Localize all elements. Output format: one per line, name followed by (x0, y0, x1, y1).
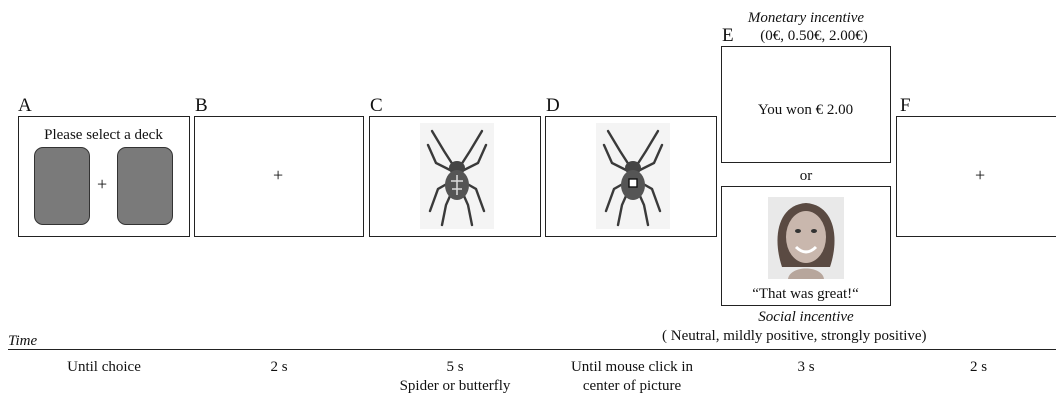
panel-letter-c: C (370, 96, 383, 115)
duration-f: 2 s (896, 359, 1056, 376)
duration-d: Until mouse click in (537, 359, 727, 376)
duration-c: 5 s (369, 359, 541, 376)
monetary-incentive-values: (0€, 0.50€, 2.00€) (739, 28, 889, 45)
panel-letter-e: E (722, 26, 734, 45)
duration-e: 3 s (721, 359, 891, 376)
duration-d-detail: center of picture (537, 378, 727, 395)
monetary-incentive-title: Monetary incentive (721, 10, 891, 27)
panel-b-fixation: + (194, 116, 364, 237)
panel-letter-b: B (195, 96, 208, 115)
deck-card-left (34, 147, 90, 225)
fixation-cross-f: + (975, 166, 985, 184)
spider-picture (420, 123, 494, 229)
panel-a-deck-choice: Please select a deck + (18, 116, 190, 237)
timeline-label: Time (8, 333, 37, 350)
social-incentive-title: Social incentive (721, 309, 891, 326)
panel-e-monetary: You won € 2.00 (721, 46, 891, 163)
face-photo (768, 197, 844, 279)
panel-letter-d: D (546, 96, 560, 115)
duration-b: 2 s (194, 359, 364, 376)
panel-f-fixation: + (896, 116, 1056, 237)
social-incentive-values: ( Neutral, mildly positive, strongly pos… (662, 328, 962, 345)
panel-c-stimulus (369, 116, 541, 237)
center-marker-icon (629, 179, 637, 187)
monetary-feedback: You won € 2.00 (722, 102, 889, 119)
deck-card-right (117, 147, 173, 225)
duration-a: Until choice (18, 359, 190, 376)
panel-e-social: “That was great!“ (721, 186, 891, 306)
panel-d-click-target (545, 116, 717, 237)
panel-letter-a: A (18, 96, 32, 115)
social-feedback-quote: “That was great!“ (722, 286, 889, 303)
timeline-axis (8, 349, 1056, 350)
stimulus-type-c: Spider or butterfly (369, 378, 541, 395)
spider-picture-click (596, 123, 670, 229)
deck-prompt: Please select a deck (19, 127, 188, 144)
panel-letter-f: F (900, 96, 911, 115)
or-separator: or (721, 168, 891, 185)
fixation-cross-a: + (97, 175, 107, 193)
fixation-cross-b: + (273, 166, 283, 184)
